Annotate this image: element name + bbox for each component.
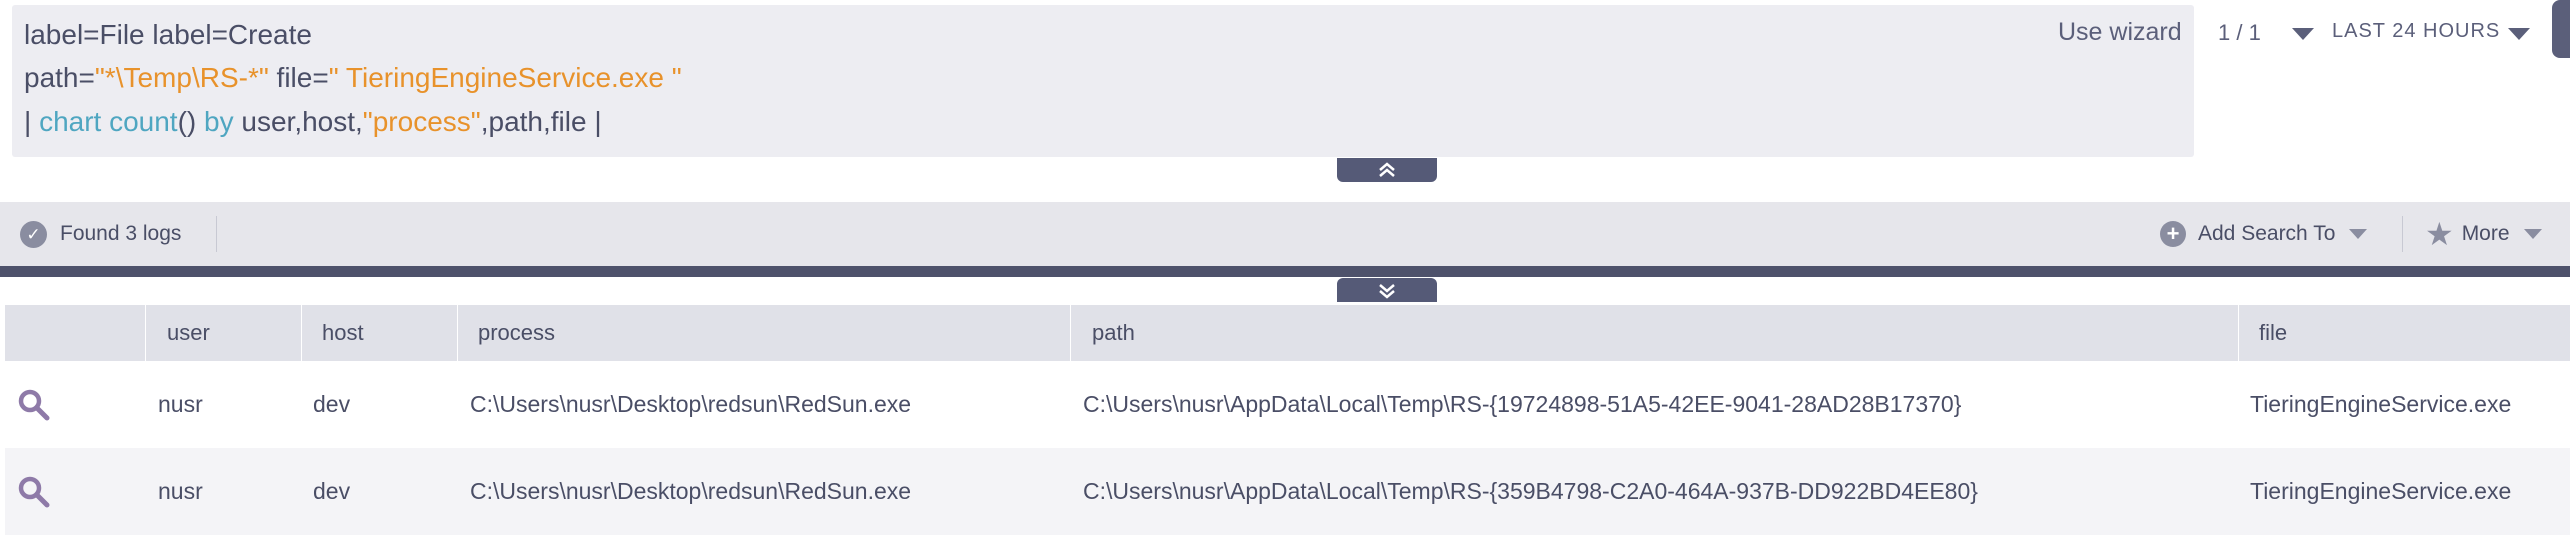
pagination-indicator: 1 / 1 [2218, 20, 2261, 45]
toolbar-divider [2402, 216, 2403, 252]
toolbar-divider [216, 216, 217, 252]
cell-user: nusr [158, 391, 203, 417]
column-header-file[interactable]: file [2259, 320, 2288, 345]
column-header-user[interactable]: user [167, 320, 210, 345]
query-line-1: label=File label=Create [24, 19, 312, 50]
chevron-down-icon [2349, 229, 2368, 239]
query-by-keyword: by [204, 106, 234, 137]
results-count-label: Found 3 logs [60, 222, 182, 245]
column-divider [145, 305, 146, 361]
add-search-label: Add Search To [2198, 222, 2336, 245]
query-file-value: " TieringEngineService.exe " [328, 62, 682, 93]
query-count-func: count [109, 106, 178, 137]
cell-path: C:\Users\nusr\AppData\Local\Temp\RS-{197… [1083, 391, 1962, 417]
cell-process: C:\Users\nusr\Desktop\redsun\RedSun.exe [470, 478, 912, 504]
results-table-header: user host process path file [5, 305, 2570, 361]
expand-results-handle[interactable] [1337, 278, 1437, 302]
results-toolbar: ✓ Found 3 logs + Add Search To ★ More [0, 202, 2570, 266]
more-button[interactable]: ★ More [2425, 202, 2542, 266]
query-process-string: "process" [362, 106, 481, 137]
cell-host: dev [313, 478, 351, 504]
time-range-selector[interactable]: LAST 24 HOURS [2332, 20, 2501, 42]
more-label: More [2461, 222, 2510, 245]
double-chevron-down-icon [1379, 284, 1395, 299]
double-chevron-up-icon [1379, 162, 1395, 177]
query-paren: () [177, 106, 197, 137]
query-chart-keyword: chart [39, 106, 102, 137]
check-circle-icon: ✓ [20, 220, 47, 248]
results-count: ✓ Found 3 logs [20, 202, 181, 266]
star-icon: ★ [2425, 216, 2454, 252]
column-divider [2238, 305, 2239, 361]
table-row[interactable]: nusr dev C:\Users\nusr\Desktop\redsun\Re… [5, 448, 2570, 535]
magnifier-icon[interactable] [17, 388, 51, 422]
column-divider [457, 305, 458, 361]
cell-host: dev [313, 391, 351, 417]
column-header-path[interactable]: path [1092, 320, 1135, 345]
results-divider [0, 266, 2570, 277]
cell-file: TieringEngineService.exe [2250, 391, 2512, 417]
collapse-query-handle[interactable] [1337, 158, 1437, 182]
query-pipe: | [24, 106, 40, 137]
add-search-to-button[interactable]: + Add Search To [2160, 202, 2368, 266]
query-path-value: "*\Temp\RS-*" [94, 62, 269, 93]
plus-circle-icon: + [2160, 221, 2186, 247]
cell-file: TieringEngineService.exe [2250, 478, 2512, 504]
table-row[interactable]: nusr dev C:\Users\nusr\Desktop\redsun\Re… [5, 361, 2570, 448]
chevron-down-icon [2523, 229, 2542, 239]
time-range-dropdown-icon[interactable] [2508, 28, 2530, 40]
query-path-key: path= [24, 62, 95, 93]
query-line-2: path="*\Temp\RS-*" file=" TieringEngineS… [24, 58, 682, 98]
query-file-key: file= [268, 62, 329, 93]
query-editor[interactable]: label=File label=Create path="*\Temp\RS-… [12, 5, 2194, 157]
magnifier-icon[interactable] [17, 475, 51, 509]
column-divider [301, 305, 302, 361]
use-wizard-link[interactable]: Use wizard [2058, 18, 2182, 46]
pagination-dropdown-icon[interactable] [2292, 28, 2314, 40]
query-fields-b: ,path,file | [480, 106, 602, 137]
side-panel-tab[interactable] [2552, 0, 2570, 58]
cell-user: nusr [158, 478, 203, 504]
cell-process: C:\Users\nusr\Desktop\redsun\RedSun.exe [470, 391, 912, 417]
column-header-host[interactable]: host [322, 320, 364, 345]
column-header-process[interactable]: process [478, 320, 556, 345]
cell-path: C:\Users\nusr\AppData\Local\Temp\RS-{359… [1083, 478, 1978, 504]
query-line-3: | chart count() by user,host,"process",p… [24, 102, 602, 142]
column-divider [1070, 305, 1071, 361]
query-fields-a: user,host, [241, 106, 363, 137]
